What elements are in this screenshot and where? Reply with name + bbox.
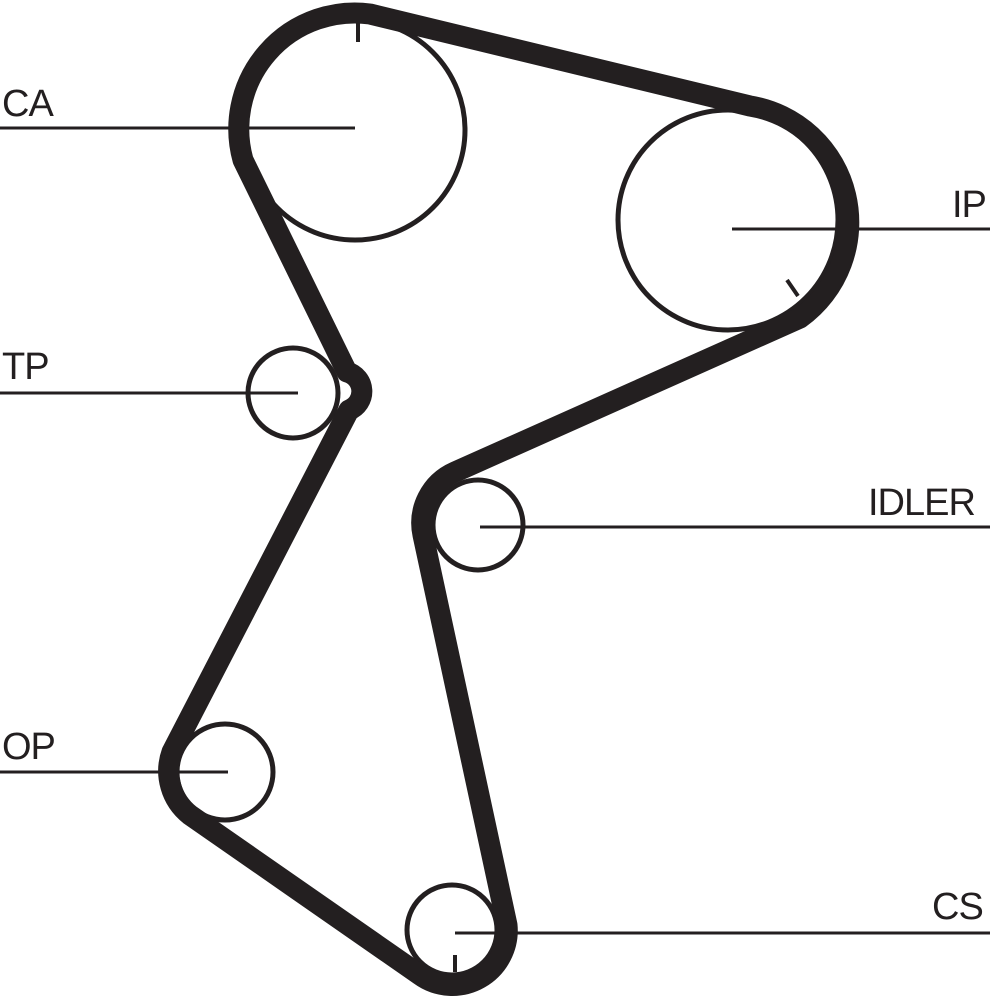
idler-pulley (430, 477, 526, 573)
timing-belt (158, 2, 860, 996)
tp-pulley (245, 345, 341, 441)
tp-label: TP (2, 346, 50, 388)
ca-label: CA (2, 83, 54, 125)
ip-label: IP (952, 184, 987, 226)
ip-timing-mark (785, 278, 800, 298)
cs-label: CS (932, 886, 984, 928)
idler-label: IDLER (868, 482, 976, 524)
cs-pulley (404, 882, 500, 978)
op-label: OP (2, 726, 56, 768)
